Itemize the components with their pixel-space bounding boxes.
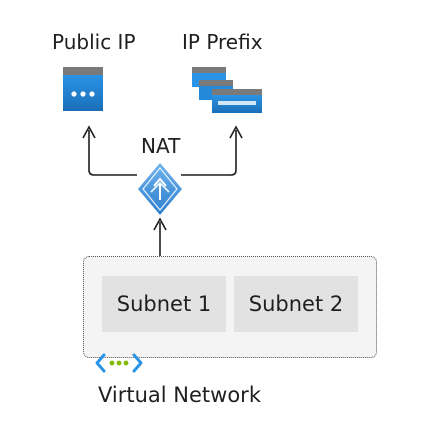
virtual-network-icon: [95, 353, 143, 373]
subnet-2-box: Subnet 2: [234, 276, 358, 332]
nat-to-public-ip-arrow: [82, 125, 137, 176]
public-ip-icon: [63, 67, 103, 111]
subnet-1-label: Subnet 1: [116, 292, 212, 316]
nat-label: NAT: [141, 134, 181, 158]
ip-prefix-icon: [192, 67, 262, 113]
subnet-2-label: Subnet 2: [248, 292, 344, 316]
ip-prefix-label: IP Prefix: [182, 30, 263, 54]
subnet-1-box: Subnet 1: [102, 276, 226, 332]
virtual-network-label: Virtual Network: [98, 383, 261, 407]
nat-gateway-icon: [138, 163, 182, 215]
public-ip-label: Public IP: [52, 30, 136, 54]
nat-to-ip-prefix-arrow: [181, 125, 243, 176]
vnet-to-nat-arrow: [153, 217, 167, 256]
